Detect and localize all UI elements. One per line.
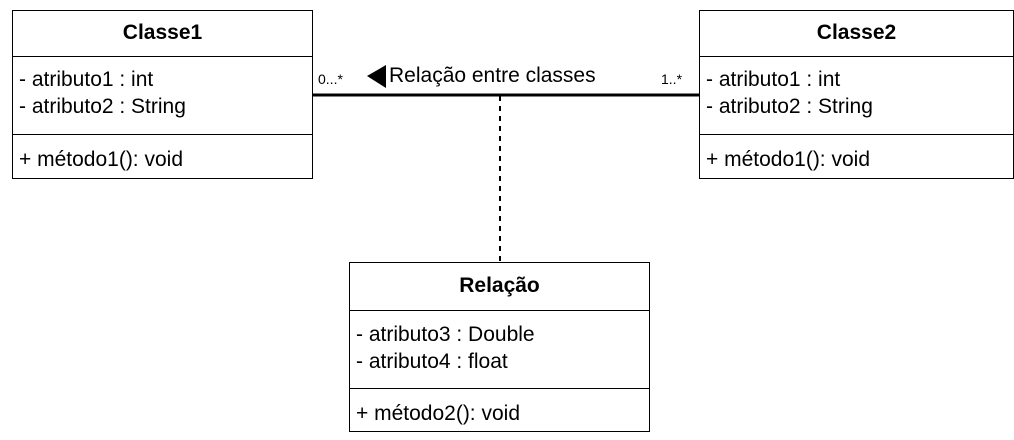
attribute: - atributo1 : int xyxy=(19,68,154,91)
multiplicity-left: 0...* xyxy=(318,71,343,87)
class-box-relacao[interactable]: Relação - atributo3 : Double - atributo4… xyxy=(349,262,650,432)
attribute: - atributo2 : String xyxy=(706,95,873,118)
association-label: Relação entre classes xyxy=(389,64,596,87)
methods-section: + método1(): void xyxy=(13,135,312,173)
method: + método1(): void xyxy=(706,148,871,171)
method: + método1(): void xyxy=(19,148,184,171)
methods-section: + método2(): void xyxy=(350,389,649,427)
class-name: Relação xyxy=(350,263,649,311)
attributes-section: - atributo1 : int - atributo2 : String xyxy=(13,57,312,135)
attribute: - atributo3 : Double xyxy=(356,323,535,346)
class-box-classe2[interactable]: Classe2 - atributo1 : int - atributo2 : … xyxy=(699,10,1014,179)
class-box-classe1[interactable]: Classe1 - atributo1 : int - atributo2 : … xyxy=(12,10,313,179)
direction-arrow-icon xyxy=(367,65,386,88)
attributes-section: - atributo3 : Double - atributo4 : float xyxy=(350,311,649,389)
attribute: - atributo4 : float xyxy=(356,350,508,373)
attributes-section: - atributo1 : int - atributo2 : String xyxy=(700,57,1013,135)
attribute: - atributo1 : int xyxy=(706,68,841,91)
multiplicity-right: 1..* xyxy=(661,71,683,87)
class-name: Classe2 xyxy=(700,11,1013,57)
method: + método2(): void xyxy=(356,402,521,425)
attribute: - atributo2 : String xyxy=(19,95,186,118)
class-name: Classe1 xyxy=(13,11,312,57)
methods-section: + método1(): void xyxy=(700,135,1013,173)
